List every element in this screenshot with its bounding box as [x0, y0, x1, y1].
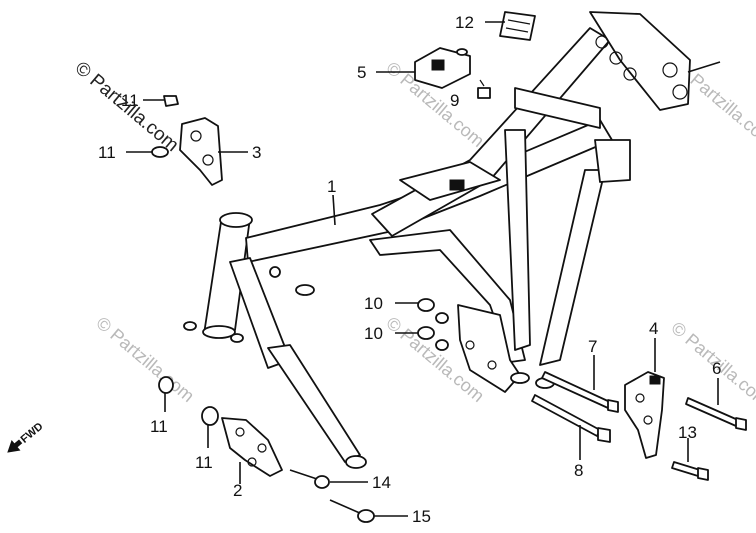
label-7: 7	[588, 337, 597, 356]
label-8: 8	[574, 461, 583, 480]
part-7-bolt	[541, 371, 619, 413]
part-10-nuts	[417, 298, 449, 351]
label-14: 14	[372, 473, 391, 492]
part-13-bolt	[671, 461, 709, 481]
part-5-bracket	[414, 47, 471, 89]
label-6: 6	[712, 359, 721, 378]
part-2-lower-plate	[221, 417, 283, 477]
main-frame	[183, 11, 721, 469]
part-8-bolt	[531, 394, 611, 443]
label-9: 9	[450, 91, 459, 110]
label-11-right: 11	[195, 453, 213, 472]
part-9-bolt	[477, 79, 491, 99]
watermark-text: © Partzilla.com	[92, 313, 198, 406]
forward-arrow-icon	[7, 439, 23, 453]
part-labels: 1 2 3 4 5 6 7 8 9 10 10 11 11 11 11 12 1…	[98, 13, 721, 526]
forward-label: FWD	[19, 420, 46, 445]
part-12-cushion	[499, 11, 536, 41]
part-11-nut-top	[163, 95, 179, 107]
label-4: 4	[649, 319, 658, 338]
label-11-mid: 11	[98, 143, 116, 162]
part-15-bolt	[329, 499, 375, 523]
label-3: 3	[252, 143, 261, 162]
label-10-upper: 10	[364, 294, 383, 313]
forward-direction-indicator: FWD	[7, 420, 46, 453]
part-11-nuts-lower	[158, 376, 219, 426]
watermark-main: © Partzilla.com	[71, 58, 183, 156]
label-11-top: 11	[121, 91, 139, 110]
label-11-left: 11	[150, 417, 168, 436]
label-15: 15	[412, 507, 431, 526]
part-14-bolt	[289, 469, 330, 489]
label-10-lower: 10	[364, 324, 383, 343]
leader-lines	[126, 21, 719, 517]
label-1: 1	[327, 177, 336, 196]
label-2: 2	[233, 481, 242, 500]
part-4-plate	[624, 371, 665, 459]
label-5: 5	[357, 63, 366, 82]
label-12: 12	[455, 13, 474, 32]
label-13: 13	[678, 423, 697, 442]
part-6-bolt	[685, 397, 747, 431]
part-3-hanger-plate	[151, 117, 223, 186]
